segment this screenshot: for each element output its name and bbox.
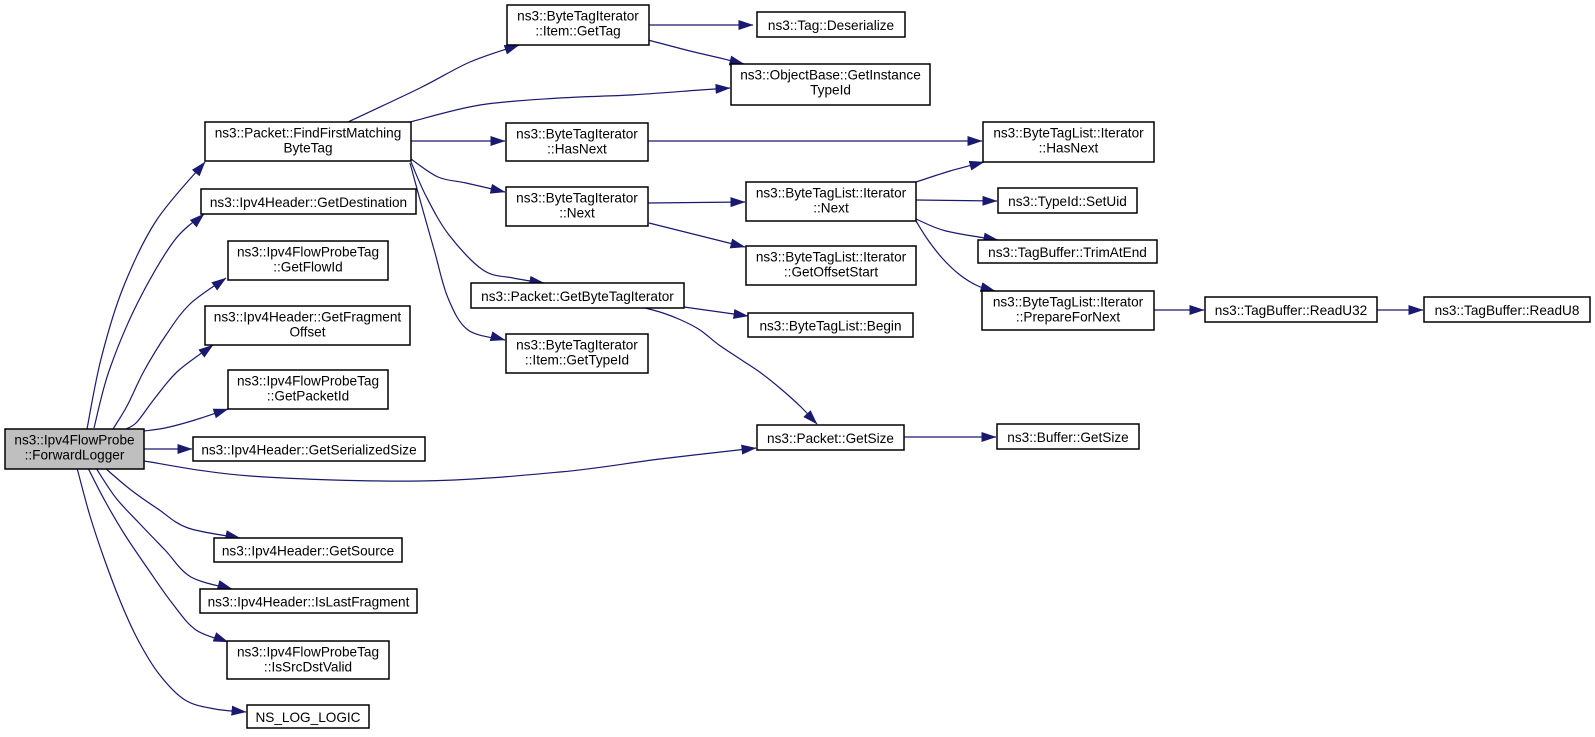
svg-text:ns3::Ipv4FlowProbeTag: ns3::Ipv4FlowProbeTag [237, 245, 379, 260]
svg-text:::PrepareForNext: ::PrepareForNext [1016, 310, 1120, 325]
svg-text:::GetFlowId: ::GetFlowId [273, 260, 343, 275]
svg-text:ns3::ByteTagIterator: ns3::ByteTagIterator [517, 9, 639, 24]
svg-text:ns3::ByteTagIterator: ns3::ByteTagIterator [516, 338, 638, 353]
svg-text:ns3::Ipv4Header::IsLastFragmen: ns3::Ipv4Header::IsLastFragment [208, 595, 410, 610]
svg-text:ns3::Ipv4FlowProbeTag: ns3::Ipv4FlowProbeTag [237, 374, 379, 389]
svg-text:ns3::Packet::GetSize: ns3::Packet::GetSize [767, 431, 894, 446]
svg-text:ns3::ByteTagList::Iterator: ns3::ByteTagList::Iterator [756, 250, 907, 265]
svg-text:ns3::ByteTagIterator: ns3::ByteTagIterator [516, 127, 638, 142]
svg-text:::Item::GetTag: ::Item::GetTag [535, 24, 620, 39]
svg-text:TypeId: TypeId [810, 83, 851, 98]
svg-text:::GetOffsetStart: ::GetOffsetStart [784, 265, 878, 280]
svg-text:::IsSrcDstValid: ::IsSrcDstValid [264, 660, 352, 675]
svg-text:ns3::Ipv4Header::GetSerialized: ns3::Ipv4Header::GetSerializedSize [201, 443, 416, 458]
svg-text:ns3::Packet::FindFirstMatching: ns3::Packet::FindFirstMatching [215, 126, 402, 141]
svg-text:::ForwardLogger: ::ForwardLogger [25, 448, 125, 463]
svg-text:ns3::Buffer::GetSize: ns3::Buffer::GetSize [1007, 430, 1128, 445]
svg-text:ns3::ByteTagList::Iterator: ns3::ByteTagList::Iterator [993, 295, 1144, 310]
svg-text:ns3::Ipv4Header::GetFragment: ns3::Ipv4Header::GetFragment [214, 310, 402, 325]
svg-text:ns3::ByteTagIterator: ns3::ByteTagIterator [516, 191, 638, 206]
svg-text:ns3::TagBuffer::TrimAtEnd: ns3::TagBuffer::TrimAtEnd [988, 245, 1147, 260]
svg-text:ns3::Tag::Deserialize: ns3::Tag::Deserialize [768, 18, 894, 33]
svg-text:ns3::Ipv4Header::GetSource: ns3::Ipv4Header::GetSource [222, 544, 394, 559]
svg-text:::GetPacketId: ::GetPacketId [267, 389, 349, 404]
svg-text:ns3::Ipv4FlowProbe: ns3::Ipv4FlowProbe [14, 433, 134, 448]
svg-text:::HasNext: ::HasNext [547, 142, 607, 157]
svg-text:ns3::Packet::GetByteTagIterato: ns3::Packet::GetByteTagIterator [481, 289, 674, 304]
svg-text:::Item::GetTypeId: ::Item::GetTypeId [525, 353, 629, 368]
svg-text:ns3::ByteTagList::Begin: ns3::ByteTagList::Begin [759, 319, 901, 334]
svg-text:::Next: ::Next [559, 206, 595, 221]
svg-text:NS_LOG_LOGIC: NS_LOG_LOGIC [255, 710, 360, 725]
svg-text:ns3::TagBuffer::ReadU32: ns3::TagBuffer::ReadU32 [1215, 303, 1367, 318]
svg-text:ns3::TypeId::SetUid: ns3::TypeId::SetUid [1008, 194, 1127, 209]
svg-text:ns3::ByteTagList::Iterator: ns3::ByteTagList::Iterator [756, 186, 907, 201]
svg-text:ns3::ByteTagList::Iterator: ns3::ByteTagList::Iterator [993, 126, 1144, 141]
svg-text:::HasNext: ::HasNext [1039, 141, 1099, 156]
svg-text:ByteTag: ByteTag [283, 141, 332, 156]
svg-text:ns3::ObjectBase::GetInstance: ns3::ObjectBase::GetInstance [740, 68, 921, 83]
svg-text:ns3::Ipv4FlowProbeTag: ns3::Ipv4FlowProbeTag [237, 645, 379, 660]
svg-text:::Next: ::Next [813, 201, 849, 216]
svg-text:ns3::Ipv4Header::GetDestinatio: ns3::Ipv4Header::GetDestination [210, 195, 407, 210]
svg-text:Offset: Offset [289, 325, 325, 340]
svg-text:ns3::TagBuffer::ReadU8: ns3::TagBuffer::ReadU8 [1435, 303, 1580, 318]
